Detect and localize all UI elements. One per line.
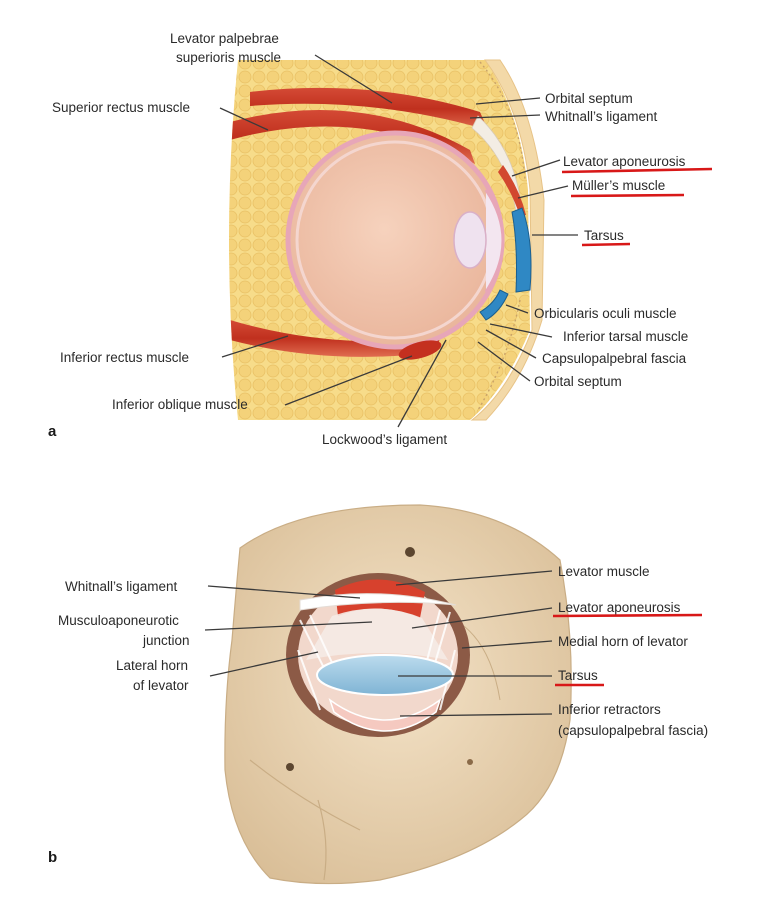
label-superior-rectus: Superior rectus muscle [52, 100, 190, 115]
label-tarsus-a: Tarsus [584, 228, 624, 243]
upper-tarsus [511, 207, 532, 293]
label-lockwoods-ligament: Lockwood’s ligament [322, 432, 447, 447]
supraorbital-foramen [405, 547, 415, 557]
label-capsulopalpebral-fascia: Capsulopalpebral fascia [542, 351, 687, 366]
infraorbital-foramen [286, 763, 294, 771]
panel-a-illustration [229, 59, 545, 421]
mullers-muscle [498, 165, 526, 216]
panel-label-a: a [48, 423, 57, 440]
label-mullers-muscle: Müller’s muscle [572, 178, 665, 193]
lens [453, 211, 487, 269]
label-levator-aponeurosis-b: Levator aponeurosis [558, 600, 681, 615]
panel-b-illustration [224, 504, 572, 885]
highlight-tarsus-a [581, 242, 631, 247]
label-lateral-horn-line2: of levator [133, 678, 189, 693]
panel-a-labels: Levator palpebrae superioris muscle Supe… [48, 31, 713, 447]
label-inferior-retractors-line1: Inferior retractors [558, 702, 661, 717]
levator-palpebrae-muscle [250, 87, 488, 130]
label-orbicularis-oculi: Orbicularis oculi muscle [534, 306, 677, 321]
lower-tarsus [479, 289, 509, 321]
label-inferior-retractors-line2: (capsulopalpebral fascia) [558, 723, 708, 738]
label-levator-aponeurosis-a: Levator aponeurosis [563, 154, 686, 169]
label-levator-muscle: Levator muscle [558, 564, 650, 579]
label-orbital-septum-lower: Orbital septum [534, 374, 622, 389]
inferior-oblique-muscle [398, 340, 442, 360]
highlight-mullers-muscle [570, 193, 685, 198]
highlight-levator-aponeurosis-b [552, 613, 703, 618]
superior-rectus-muscle [230, 109, 475, 164]
highlight-levator-aponeurosis-a [561, 167, 713, 174]
label-inferior-oblique: Inferior oblique muscle [112, 397, 248, 412]
label-musculoaponeurotic-line1: Musculoaponeurotic [58, 613, 179, 628]
levator-aponeurosis-b [306, 608, 448, 660]
eyelid-skin [470, 59, 545, 421]
cornea [484, 189, 505, 293]
label-tarsus-b: Tarsus [558, 668, 598, 683]
label-orbital-septum-upper: Orbital septum [545, 91, 633, 106]
label-levator-palpebrae-line1: Levator palpebrae [170, 31, 279, 46]
label-inferior-rectus: Inferior rectus muscle [60, 350, 189, 365]
label-whitnalls-ligament-b: Whitnall’s ligament [65, 579, 178, 594]
panel-a-leaders [219, 54, 578, 428]
inferior-retractors [328, 698, 442, 732]
label-musculoaponeurotic-line2: junction [142, 633, 190, 648]
label-medial-horn: Medial horn of levator [558, 634, 688, 649]
tarsus-plate [316, 654, 454, 696]
panel-label-b: b [48, 849, 57, 866]
whitnalls-ligament-band [299, 593, 457, 611]
label-inferior-tarsal: Inferior tarsal muscle [563, 329, 688, 344]
label-levator-palpebrae-line2: superioris muscle [176, 50, 281, 65]
label-whitnalls-ligament-a: Whitnall’s ligament [545, 109, 658, 124]
panel-b-labels: Whitnall’s ligament Musculoaponeurotic j… [48, 564, 708, 866]
label-lateral-horn-line1: Lateral horn [116, 658, 188, 673]
panel-b-leaders [204, 570, 553, 717]
